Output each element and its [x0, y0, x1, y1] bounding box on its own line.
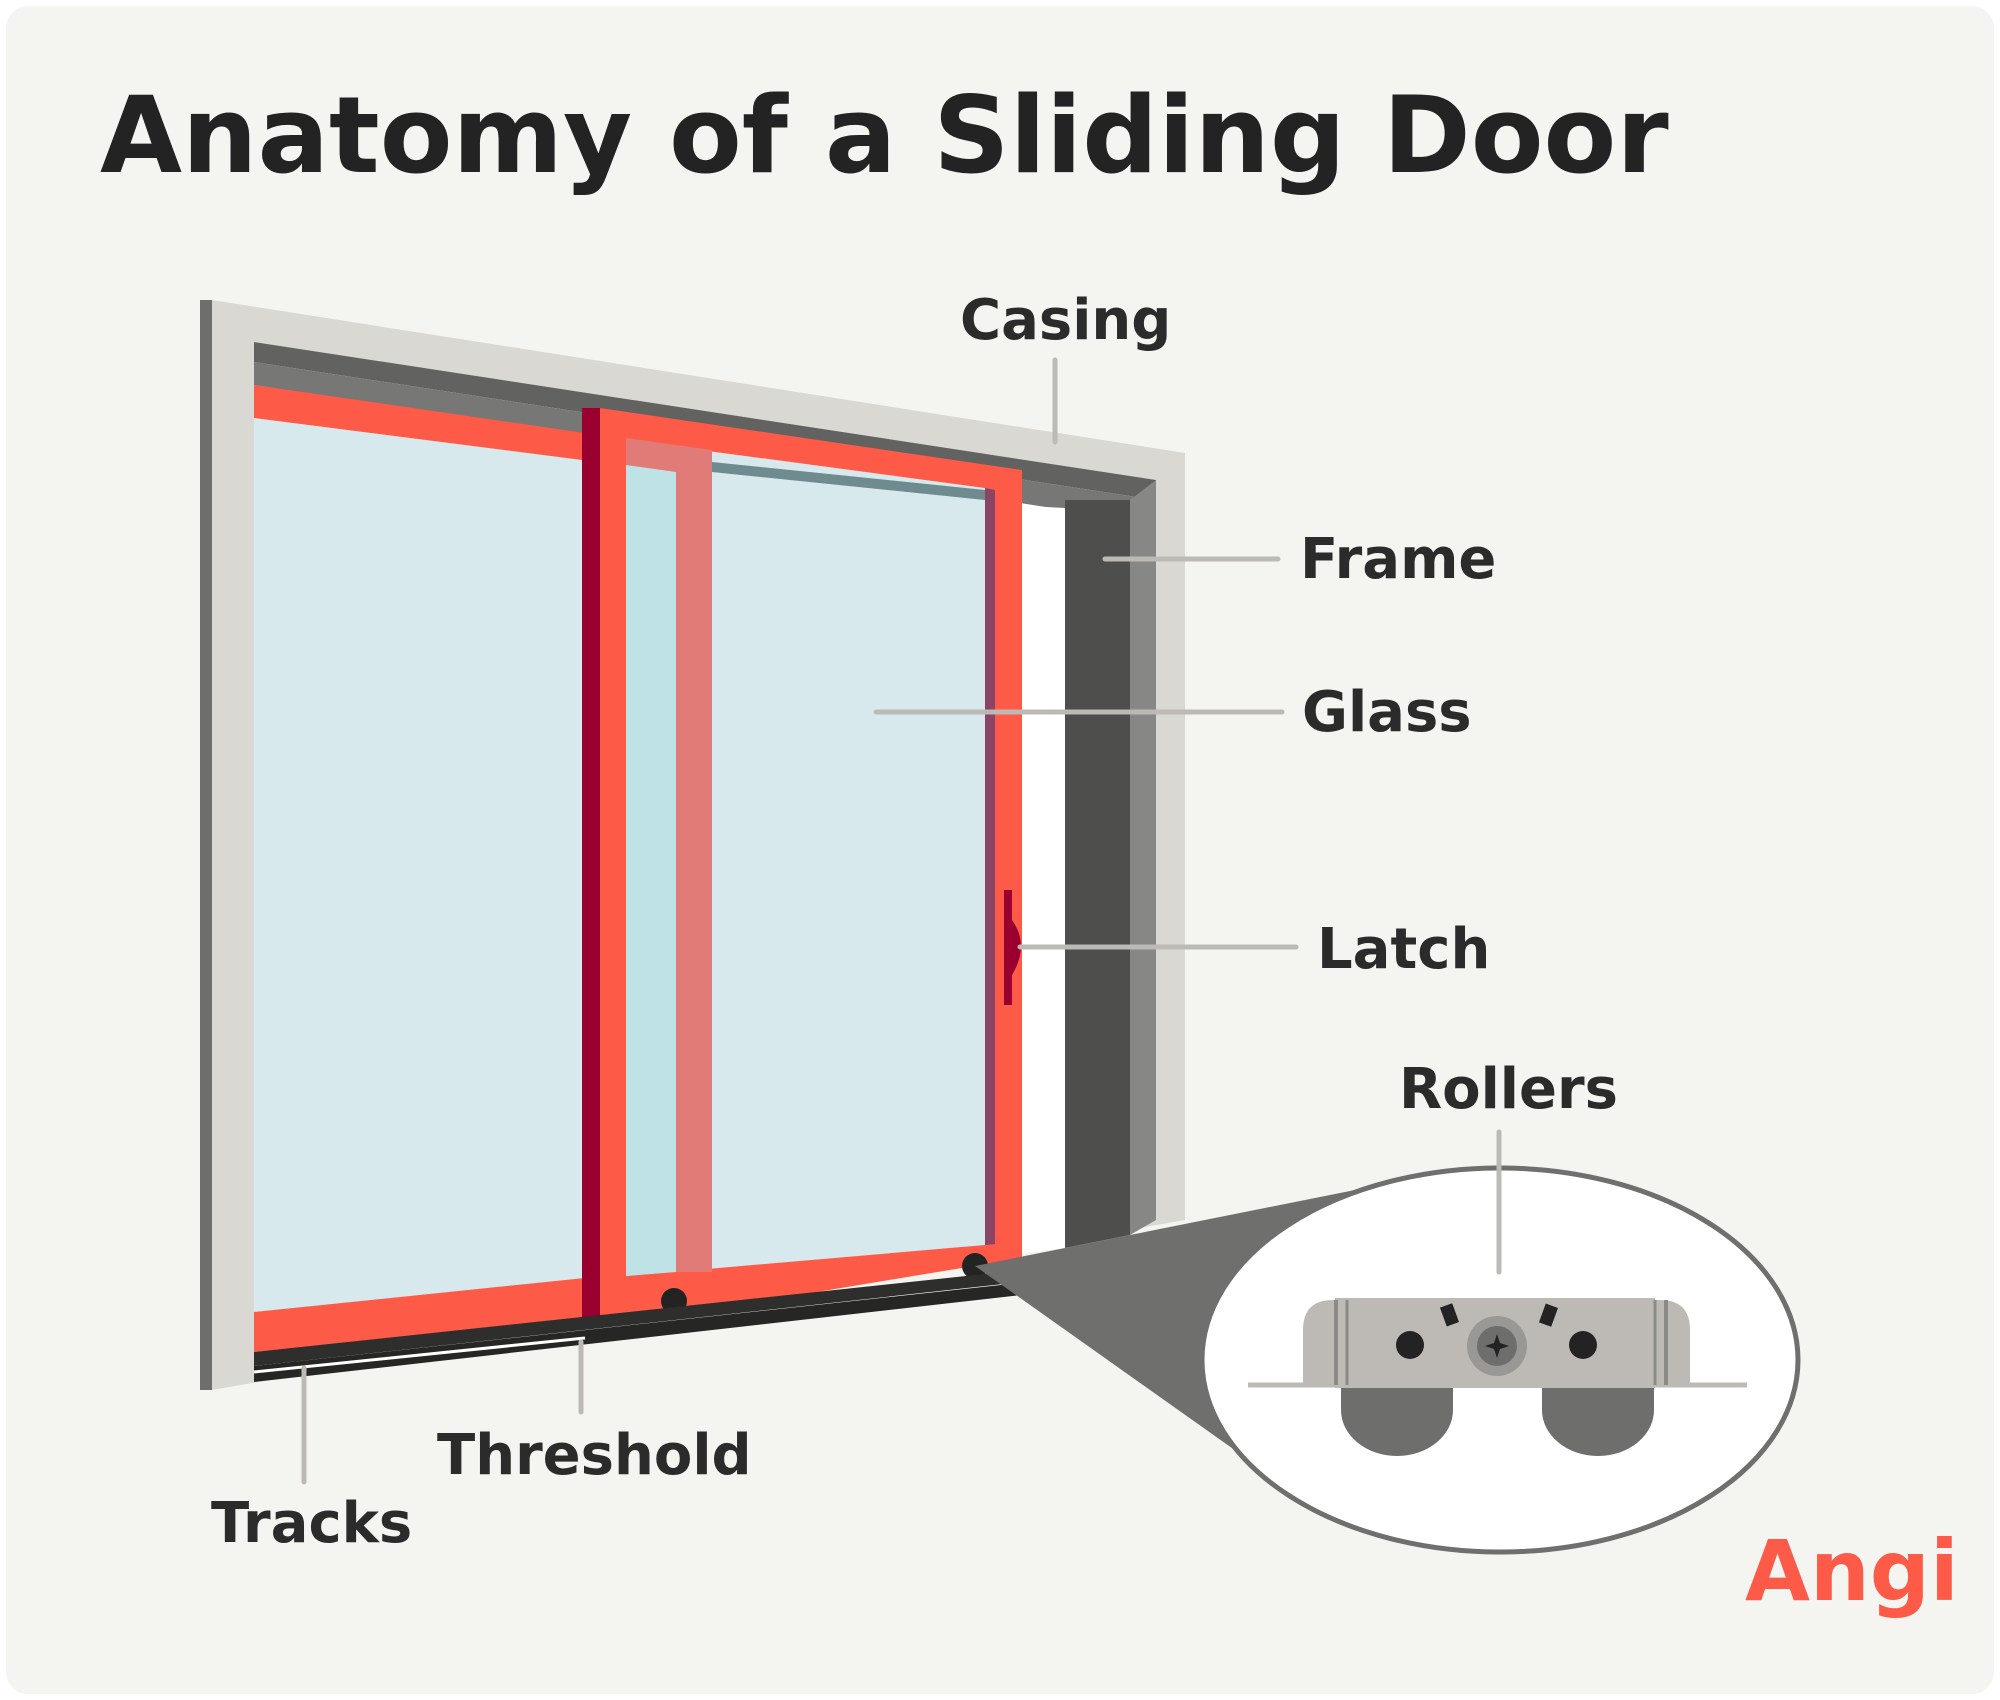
angi-logo: Angi: [1745, 1522, 1959, 1620]
threshold-and-tracks: [253, 1270, 1065, 1382]
sliding-door-illustration: [200, 300, 1185, 1390]
label-rollers: Rollers: [1399, 1057, 1618, 1122]
roller-callout: [975, 1165, 1801, 1555]
label-frame: Frame: [1300, 527, 1496, 592]
label-threshold: Threshold: [437, 1423, 752, 1488]
leader-lines: [301, 357, 1502, 1485]
sliding-panel: [582, 408, 1022, 1328]
label-casing: Casing: [960, 288, 1171, 353]
latch: [1004, 890, 1021, 1005]
diagram-title: Anatomy of a Sliding Door: [100, 74, 1669, 197]
label-glass: Glass: [1302, 680, 1472, 745]
label-tracks: Tracks: [211, 1491, 412, 1556]
label-latch: Latch: [1317, 917, 1490, 982]
fixed-panel: [254, 385, 660, 1352]
